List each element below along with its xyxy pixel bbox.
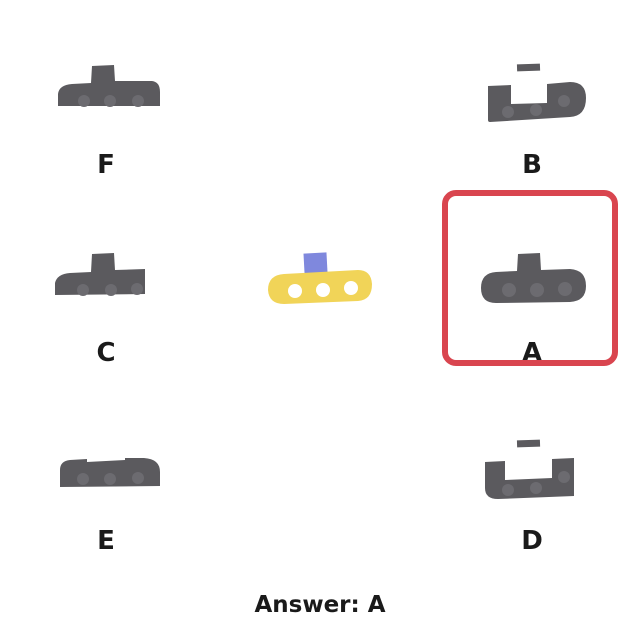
option-f-label: F — [97, 150, 115, 180]
option-c-label: C — [96, 338, 116, 368]
option-e-label: E — [97, 526, 115, 556]
option-b-piece — [488, 63, 586, 122]
option-a-label: A — [521, 338, 543, 368]
option-f[interactable]: F — [26, 42, 186, 212]
option-b[interactable]: B — [452, 42, 612, 212]
option-d-piece — [485, 439, 574, 499]
option-b-label: B — [522, 150, 542, 180]
option-a-piece — [481, 253, 586, 303]
option-d-label: D — [521, 526, 543, 556]
option-f-piece — [58, 65, 160, 107]
option-e-piece — [60, 458, 160, 487]
option-e[interactable]: E — [26, 418, 186, 588]
answer-text: Answer: A — [254, 592, 386, 618]
option-c[interactable]: C — [26, 230, 186, 400]
reference-piece-shape — [268, 252, 372, 304]
option-a[interactable]: A — [452, 230, 612, 400]
reference-piece — [250, 230, 390, 340]
option-d[interactable]: D — [452, 418, 612, 588]
option-c-piece — [55, 253, 145, 296]
